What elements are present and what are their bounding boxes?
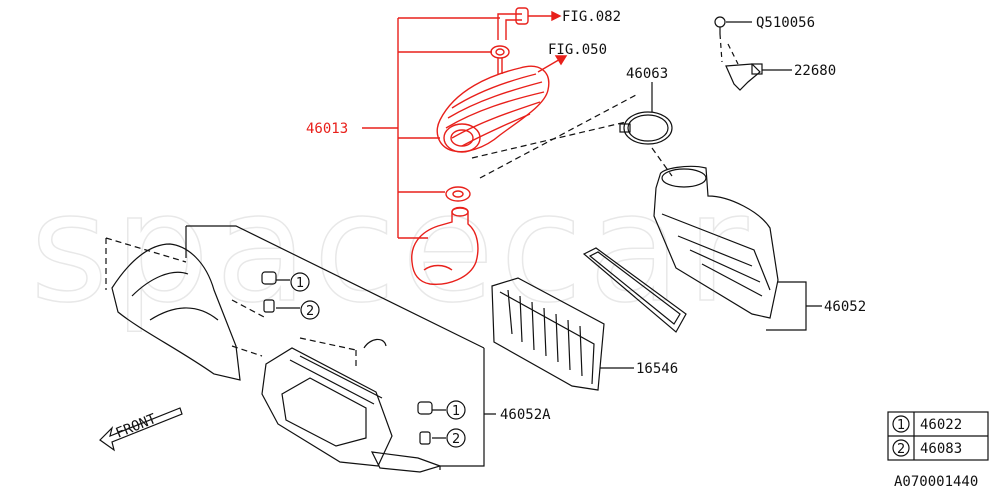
upper-housing — [653, 165, 779, 319]
grommet-1b — [417, 401, 433, 415]
bellows-rib-4 — [451, 101, 541, 139]
label-46063: 46063 — [626, 66, 668, 82]
lower-housing-ribs — [289, 355, 383, 405]
housing-group — [99, 16, 989, 473]
marker-1-top — [290, 272, 310, 292]
marker-2-top — [300, 300, 320, 320]
label-46052a: 46052A — [500, 407, 551, 423]
collar-2b — [419, 431, 431, 445]
bellows-rib-5 — [461, 113, 531, 147]
label-fig050: FIG.050 — [548, 42, 607, 58]
label-22680: 22680 — [794, 63, 836, 79]
clamp-lower-hole — [452, 190, 464, 198]
duct-nipple — [497, 58, 503, 74]
grommet-1a — [261, 271, 277, 285]
diagram-id: A070001440 — [894, 474, 978, 490]
label-front: FRONT — [114, 411, 160, 442]
bellows-rib-1 — [451, 73, 537, 109]
bolt-q510056 — [714, 16, 726, 28]
marker-leaders-b — [432, 409, 446, 439]
clamp-46063-inner — [627, 114, 669, 142]
markers — [290, 272, 910, 457]
marker-2-bottom — [446, 428, 466, 448]
legend-part-2: 46083 — [920, 441, 962, 457]
legend-part-1: 46022 — [920, 417, 962, 433]
lower-housing — [261, 347, 393, 467]
lower-inlet-duct — [111, 243, 241, 381]
bellows-rib-2 — [447, 81, 543, 119]
link-dashed-mid — [231, 299, 357, 370]
bellows-rib-3 — [445, 91, 545, 129]
sensor-connector — [751, 63, 763, 75]
lower-hose — [363, 338, 387, 349]
label-q510056: Q510056 — [756, 15, 815, 31]
link-dashed-sensor — [719, 33, 739, 65]
bracket-46052 — [766, 281, 822, 331]
marker-2-top-label: 2 — [306, 304, 314, 319]
filter-gasket — [582, 247, 687, 333]
bracket-46052a-top — [186, 225, 485, 349]
legend-key-1: 1 — [897, 418, 905, 433]
sensor-22680 — [725, 63, 761, 91]
lower-housing-pocket — [281, 377, 367, 447]
filter-pleats — [499, 289, 595, 385]
label-fig082: FIG.082 — [562, 9, 621, 25]
duct-outlet — [443, 123, 481, 153]
label-46052: 46052 — [824, 299, 866, 315]
duct-outlet-inner — [450, 129, 474, 147]
filter-gasket-inner — [588, 251, 681, 325]
legend-key-2: 2 — [897, 442, 905, 457]
watermark-text: spacecar — [30, 162, 754, 336]
clamp-top-hole — [495, 48, 505, 56]
resonator-detail — [423, 264, 453, 271]
marker-1-top-label: 1 — [296, 276, 304, 291]
marker-leaders-a — [276, 279, 300, 309]
clamp-top — [490, 45, 510, 59]
link-dashed-left — [105, 237, 187, 290]
resonator — [411, 206, 479, 285]
label-16546: 16546 — [636, 361, 678, 377]
lower-bracket — [370, 451, 442, 473]
link-dashed-c — [651, 147, 673, 177]
housing-edge — [661, 213, 771, 291]
bellows-body — [436, 65, 550, 153]
duct-detail — [131, 271, 219, 321]
collar-2a — [263, 299, 275, 313]
clamp-46063-screw — [619, 123, 631, 133]
legend-marker-1 — [892, 415, 910, 433]
legend-marker-2 — [892, 439, 910, 457]
arrow-fig082 — [551, 10, 562, 22]
clamp-46063 — [623, 111, 673, 145]
label-46013: 46013 — [306, 121, 348, 137]
front-arrow — [99, 407, 183, 452]
intake-duct-group — [362, 7, 568, 285]
pipe-end — [515, 7, 529, 25]
housing-ribs — [677, 235, 763, 297]
resonator-neck — [451, 207, 469, 217]
legend-grid — [888, 412, 988, 460]
marker-1-bottom-label: 1 — [452, 404, 460, 419]
air-filter — [491, 277, 605, 391]
clamp-lower — [445, 186, 471, 202]
link-dashed-b — [471, 121, 627, 159]
pipe-fitting — [497, 13, 522, 40]
marker-1-bottom — [446, 400, 466, 420]
arrow-fig050 — [554, 55, 568, 66]
marker-2-bottom-label: 2 — [452, 432, 460, 447]
bracket-46052a — [439, 348, 496, 470]
housing-inlet — [661, 168, 707, 188]
